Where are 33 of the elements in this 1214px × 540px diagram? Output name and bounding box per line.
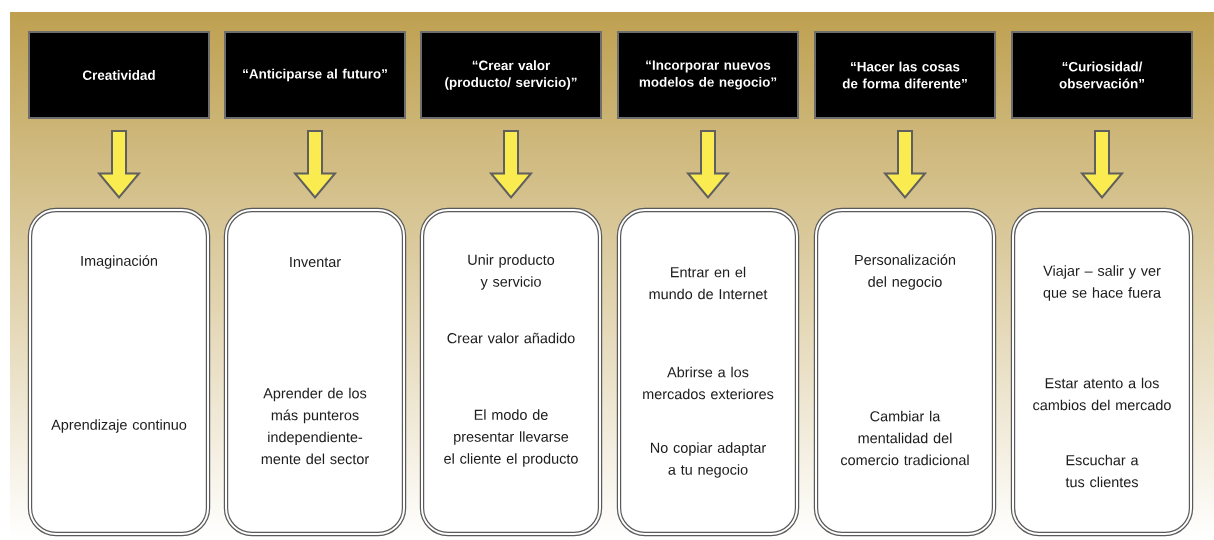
header-box: “Incorporar nuevos modelos de negocio” [617,31,799,119]
card-text: Abrirse a los mercados exteriores [643,366,774,400]
card-text: Inventar [290,256,341,268]
header-box: “Hacer las cosas de forma diferente” [814,31,996,119]
card-text: Entrar en el mundo de Internet [649,266,768,300]
card-text: No copiar adaptar a tu negocio [650,442,766,478]
card-text: Escuchar a tus clientes [1065,454,1139,488]
card-text: Personalización del negocio [855,254,956,290]
block-arrow [96,130,142,199]
header-box: “Crear valor (producto/ servicio)” [420,31,602,119]
rounded-card [813,207,997,537]
rounded-card [419,207,603,537]
rounded-card [223,207,407,537]
card-text: Cambiar la mentalidad del comercio tradicional [841,410,969,466]
rounded-card [27,207,211,537]
block-arrow [1079,130,1125,199]
rounded-card [1010,207,1194,537]
block-arrow [882,130,928,199]
card-text: Crear valor añadido [447,332,575,344]
card-text: Imaginación [81,255,157,269]
rounded-card [616,207,800,537]
block-arrow [292,130,338,199]
card-text: Unir producto y servicio [468,254,555,290]
header-box: “Anticiparse al futuro” [224,31,406,119]
header-box: Creatividad [28,31,210,119]
card-text: Estar atento a los cambios del mercado [1033,377,1171,411]
card-text: Aprendizaje continuo [51,419,187,433]
card-text: Aprender de los más punteros independiente-mente del sector [261,387,369,465]
card-text: Viajar – salir y ver que se hace fuera [1043,265,1161,301]
block-arrow [488,130,534,199]
header-box: “Curiosidad/ observación” [1011,31,1193,119]
card-text: El modo de presentar llevarse el cliente el producto [444,409,578,467]
block-arrow [685,130,731,199]
